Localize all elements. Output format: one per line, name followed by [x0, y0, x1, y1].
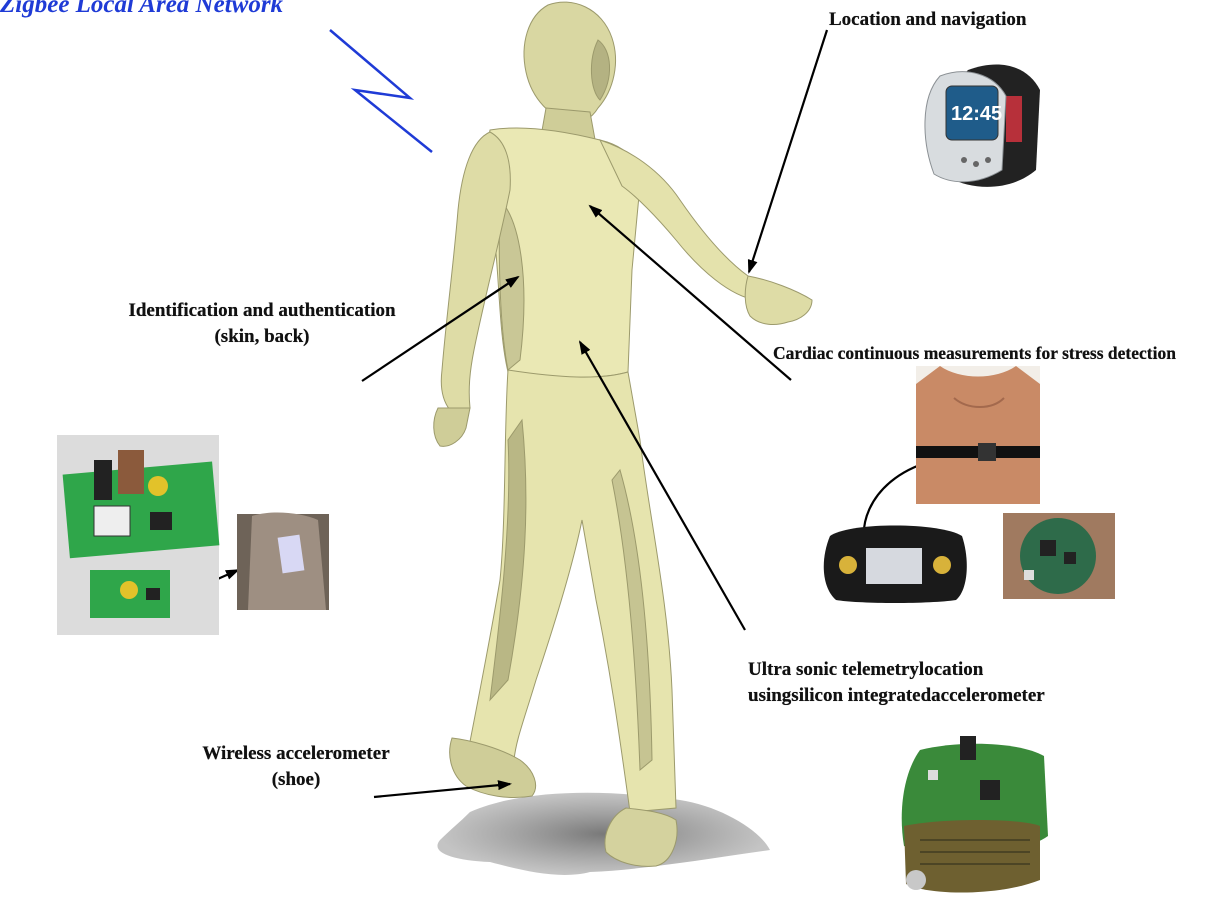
heart-monitor-photo: [824, 526, 967, 604]
label-ultrasonic-line2: usingsilicon integratedaccelerometer: [748, 683, 1045, 709]
label-wireless-accelerometer: Wireless accelerometer (shoe): [176, 741, 416, 793]
human-figure: [434, 2, 812, 866]
heart-monitor-board-photo: [1003, 513, 1115, 599]
label-cardiac: Cardiac continuous measurements for stre…: [773, 340, 1176, 366]
label-identification-line2: (skin, back): [112, 324, 412, 350]
id-auth-board-photo: [57, 435, 219, 635]
chest-strap-photo: [916, 366, 1040, 504]
watch-device: 12:45: [925, 64, 1040, 186]
label-identification: Identification and authentication (skin,…: [112, 298, 412, 350]
watch-time: 12:45: [951, 103, 1002, 125]
skin-patch-photo: [237, 513, 329, 610]
label-ultrasonic: Ultra sonic telemetrylocation usingsilic…: [748, 657, 1045, 709]
label-wireless-line1: Wireless accelerometer: [176, 741, 416, 767]
label-identification-line1: Identification and authentication: [112, 298, 412, 324]
label-wireless-line2: (shoe): [176, 767, 416, 793]
figure-shadow: [437, 793, 770, 875]
arrow-location: [749, 30, 827, 272]
wireless-signal-icon: [330, 30, 432, 152]
label-ultrasonic-line1: Ultra sonic telemetrylocation: [748, 657, 1045, 683]
label-location-navigation: Location and navigation: [829, 7, 1026, 33]
accelerometer-board-photo: [902, 736, 1048, 893]
